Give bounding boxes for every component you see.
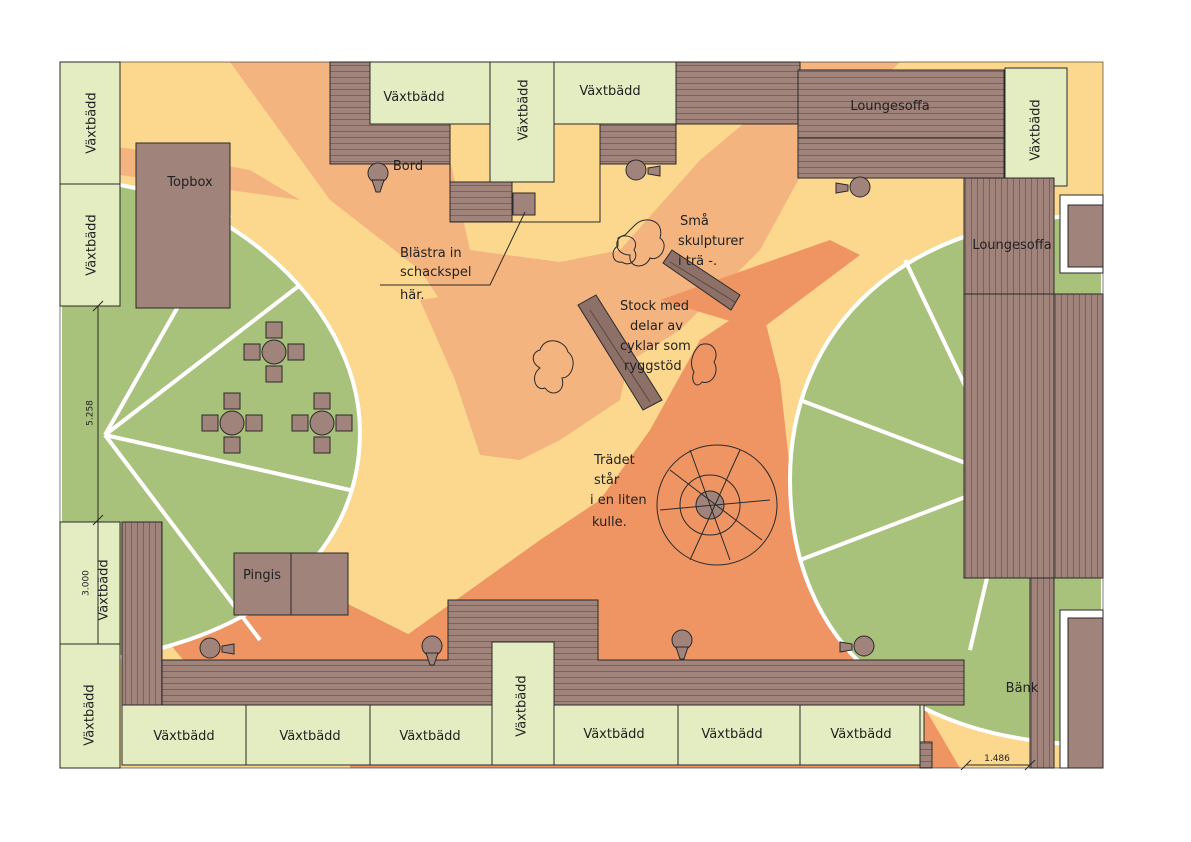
log-note-line-2: delar av xyxy=(630,319,683,334)
sculptures xyxy=(532,219,717,394)
bed-label-s4: Växtbädd xyxy=(515,675,530,736)
bed-label-s2: Växtbädd xyxy=(279,729,340,744)
bed-label-s5: Växtbädd xyxy=(583,727,644,742)
dimension-left: 5.258 xyxy=(86,400,96,426)
table-sets xyxy=(201,321,353,454)
path-peach-center xyxy=(420,285,640,460)
bed-label-w1: Växtbädd xyxy=(85,92,100,153)
tree xyxy=(656,444,778,566)
sculptures-note-line-1: Små xyxy=(680,214,709,229)
bed-label-w4: Växtbädd xyxy=(83,684,98,745)
bed-label-w2: Växtbädd xyxy=(85,214,100,275)
bank-label: Bänk xyxy=(1006,681,1039,696)
bed-label-w3: Växtbädd xyxy=(97,559,112,620)
path-peach-north xyxy=(230,62,900,400)
loungesoffa-right-label: Loungesoffa xyxy=(972,238,1051,253)
bed-label-s7: Växtbädd xyxy=(830,727,891,742)
tree-note-line-3: i en liten xyxy=(590,493,647,508)
furniture xyxy=(135,142,1104,769)
chess-note: Blästra in schackspel här. xyxy=(400,246,471,303)
log-note-line-3: cyklar som xyxy=(620,339,691,354)
labels: Växtbädd Växtbädd Växtbädd Växtbädd Växt… xyxy=(82,79,1052,764)
topbox-label: Topbox xyxy=(166,175,213,190)
sculptures-note-line-3: i trä -. xyxy=(678,254,717,269)
chess-leader-line xyxy=(380,211,526,286)
loungesoffa-top-label: Loungesoffa xyxy=(850,99,929,114)
pingis-label: Pingis xyxy=(243,568,281,583)
log-note-line-1: Stock med xyxy=(620,299,689,314)
log-note-line-4: ryggstöd xyxy=(624,359,682,374)
sculptures-note: Små skulpturer i trä -. xyxy=(678,214,744,269)
planting-beds xyxy=(59,61,1068,769)
logs xyxy=(577,249,741,411)
dimension-lines xyxy=(92,300,1036,771)
bord-label: Bord xyxy=(393,159,423,174)
bed-label-n1: Växtbädd xyxy=(383,90,444,105)
bed-label-s3: Växtbädd xyxy=(399,729,460,744)
dimension-left-lower: 3.000 xyxy=(82,570,92,596)
bed-label-s1: Växtbädd xyxy=(153,729,214,744)
path-orange-stripe xyxy=(660,240,860,330)
chess-note-line-3: här. xyxy=(400,288,425,303)
chess-note-line-1: Blästra in xyxy=(400,246,462,261)
tree-note-line-1: Trädet xyxy=(593,453,635,468)
decking xyxy=(121,61,1104,769)
sculptures-note-line-2: skulpturer xyxy=(678,234,744,249)
bed-label-s6: Växtbädd xyxy=(701,727,762,742)
plan-border xyxy=(59,61,1104,769)
tree-note-line-4: kulle. xyxy=(592,515,627,530)
lamps xyxy=(199,159,875,666)
chess-note-line-2: schackspel xyxy=(400,265,471,280)
tree-note-line-2: står xyxy=(594,473,620,488)
tree-note: Trädet står i en liten kulle. xyxy=(590,453,647,530)
bed-label-ne: Växtbädd xyxy=(1029,99,1044,160)
dimension-bottom: 1.486 xyxy=(984,754,1010,764)
bed-label-n2: Växtbädd xyxy=(517,79,532,140)
log-note: Stock med delar av cyklar som ryggstöd xyxy=(620,299,691,374)
bed-label-n3: Växtbädd xyxy=(579,84,640,99)
